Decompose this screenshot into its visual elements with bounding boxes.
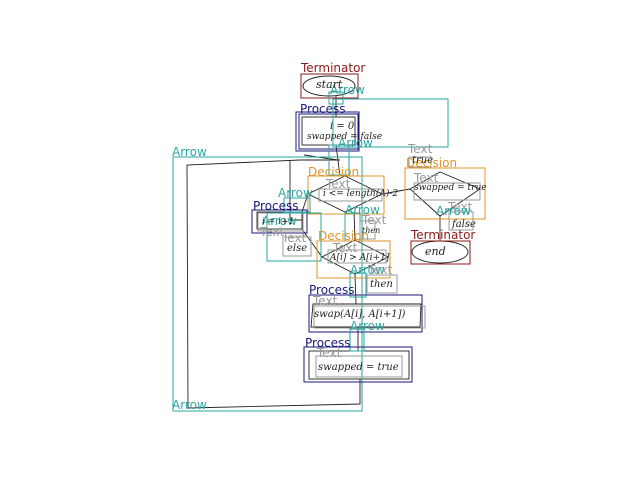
process-label-swap: Process [309, 283, 355, 297]
arrow-label-loopback: Arrow [172, 145, 207, 159]
init-to-loop-line [335, 144, 341, 177]
process-label-set-swapped: Process [305, 336, 351, 350]
loop-to-increment-line [301, 193, 309, 213]
node-text-compare-cond: A[i] > A[i+1] [330, 253, 390, 263]
node-text-init-swapped: swapped = false [307, 132, 383, 142]
text-label-then-top: Text [362, 213, 387, 227]
arrow-box-1 [328, 91, 344, 105]
process-label-init: Process [300, 102, 346, 116]
node-text-init-i: i = 0 [330, 121, 355, 132]
arrow-label-1: Arrow [330, 83, 365, 97]
increment-process-box [251, 209, 308, 234]
text-label-swapped: Text [414, 171, 439, 185]
node-text-true: true [412, 155, 434, 166]
node-text-set-swapped: swapped = true [318, 362, 399, 373]
increment-return-line [289, 160, 302, 221]
node-text-end: end [425, 245, 446, 258]
node-text-loop-cond: i <= length(A)-2 [323, 189, 399, 199]
arrow-label-4: Arrow [345, 203, 380, 217]
swapped-decision-text-box [413, 182, 481, 201]
node-text-false: false [452, 219, 476, 230]
init-process-box-outer [295, 111, 360, 152]
decision-label-compare: Decision [318, 229, 370, 243]
arrow-label-loop-bottom: Arrow [172, 398, 207, 412]
false-text-box [448, 211, 474, 231]
arrow-label-3: Arrow [278, 186, 313, 200]
loop-decision-box [307, 175, 385, 215]
swapped-decision-box [404, 167, 486, 220]
process-label-increment: Process [253, 199, 299, 213]
decision-label-loop: Decision [308, 165, 360, 179]
compare-then-line [354, 273, 357, 305]
compare-decision-box [316, 240, 391, 279]
swap-process-box [308, 294, 423, 333]
arrow-box-3 [328, 144, 350, 176]
annotation-box-layer [172, 73, 486, 412]
node-text-start: start [316, 78, 343, 91]
arrow-box-2 [332, 98, 449, 148]
loop-to-compare-line [353, 211, 356, 241]
text-label-compare: Text [333, 241, 358, 255]
text-label-set-swapped: Text [317, 346, 342, 360]
arrow-label-5: Arrow [436, 204, 471, 218]
then-top-text-box [359, 220, 376, 240]
true-text-box [408, 156, 432, 168]
terminator-label-start: Terminator [301, 61, 366, 75]
swap-text-box [313, 305, 426, 329]
compare-text-box [327, 249, 387, 264]
end-terminator-box [410, 240, 471, 265]
arrow-box-4 [283, 197, 311, 213]
text-label-false: Text [448, 200, 473, 214]
node-text-then-top: then [362, 226, 381, 235]
text-label-then: Text [368, 263, 393, 277]
terminator-label-end: Terminator [411, 228, 476, 242]
arrow-label-7: Arrow [350, 263, 385, 277]
compare-else-line [301, 228, 323, 258]
node-text-then: then [370, 279, 393, 290]
increment-process-shape [256, 211, 303, 230]
decision-label-swapped: Decision [406, 156, 458, 170]
text-label-swap: Text [313, 294, 338, 308]
loopback-arrow-box [172, 156, 363, 412]
set-swapped-text-box [315, 355, 403, 378]
node-text-swapped-cond: swapped = true [414, 183, 487, 193]
arrow-box-5 [266, 212, 322, 262]
node-text-else: else [287, 243, 308, 254]
arrow-box-7 [349, 272, 367, 298]
loopback-line [186, 159, 361, 409]
set-swapped-process-box [303, 346, 413, 383]
arrow-label-2: Arrow [338, 136, 373, 150]
loop-decision-text-box [318, 188, 383, 202]
arrow-label-6: Arrow [262, 214, 297, 228]
else-text-box [282, 236, 312, 257]
text-label-else: Text [282, 231, 307, 245]
swap-process-shape [310, 303, 422, 328]
loop-decision-shape [306, 175, 384, 213]
node-text-swap-call: swap(A[i], A[i+1]) [314, 309, 406, 320]
text-label-true: Text [408, 142, 433, 156]
node-text-increment: i = i+1 [262, 217, 295, 227]
arrow-box-8 [349, 328, 365, 352]
then-text-box [366, 274, 398, 294]
text-label-increment: Text [260, 225, 285, 239]
text-label-loop: Text [326, 177, 351, 191]
arrow-label-8: Arrow [350, 319, 385, 333]
